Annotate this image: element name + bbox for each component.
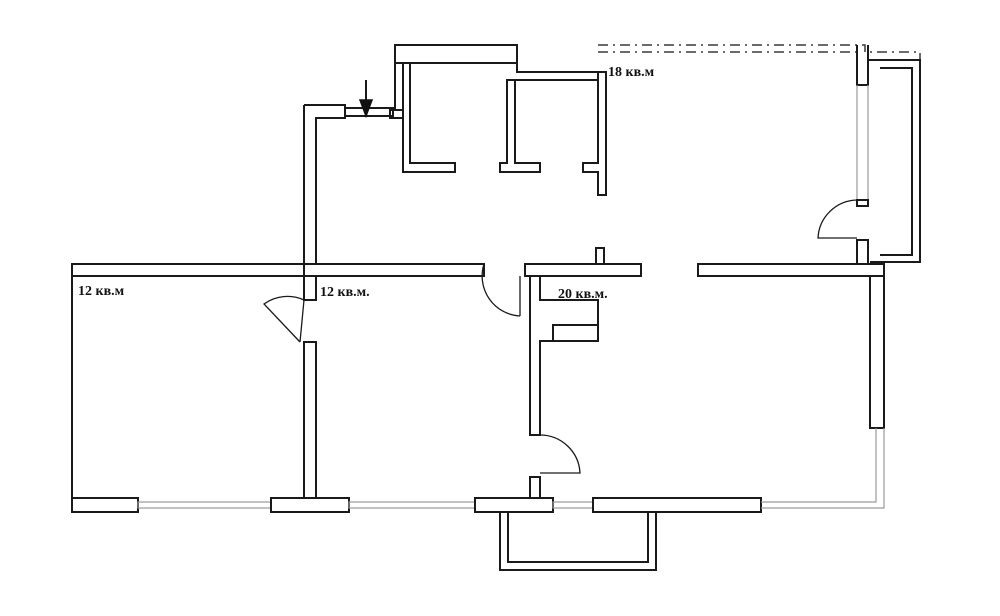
room-walls [71, 275, 885, 499]
room-label-middle: 12 кв.м. [320, 285, 370, 300]
room-label-top-right: 18 кв.м [608, 65, 655, 80]
room-label-right: 20 кв.м. [558, 287, 608, 302]
bottom-wall [71, 428, 885, 513]
top-outline [394, 44, 921, 265]
doors [263, 199, 858, 474]
entrance [303, 80, 404, 265]
partition-walls [71, 247, 885, 301]
room-labels: 12 кв.м 12 кв.м. 20 кв.м. 18 кв.м [78, 65, 655, 302]
balcony [499, 512, 657, 571]
room-label-left: 12 кв.м [78, 284, 125, 299]
bath-block [402, 62, 607, 196]
